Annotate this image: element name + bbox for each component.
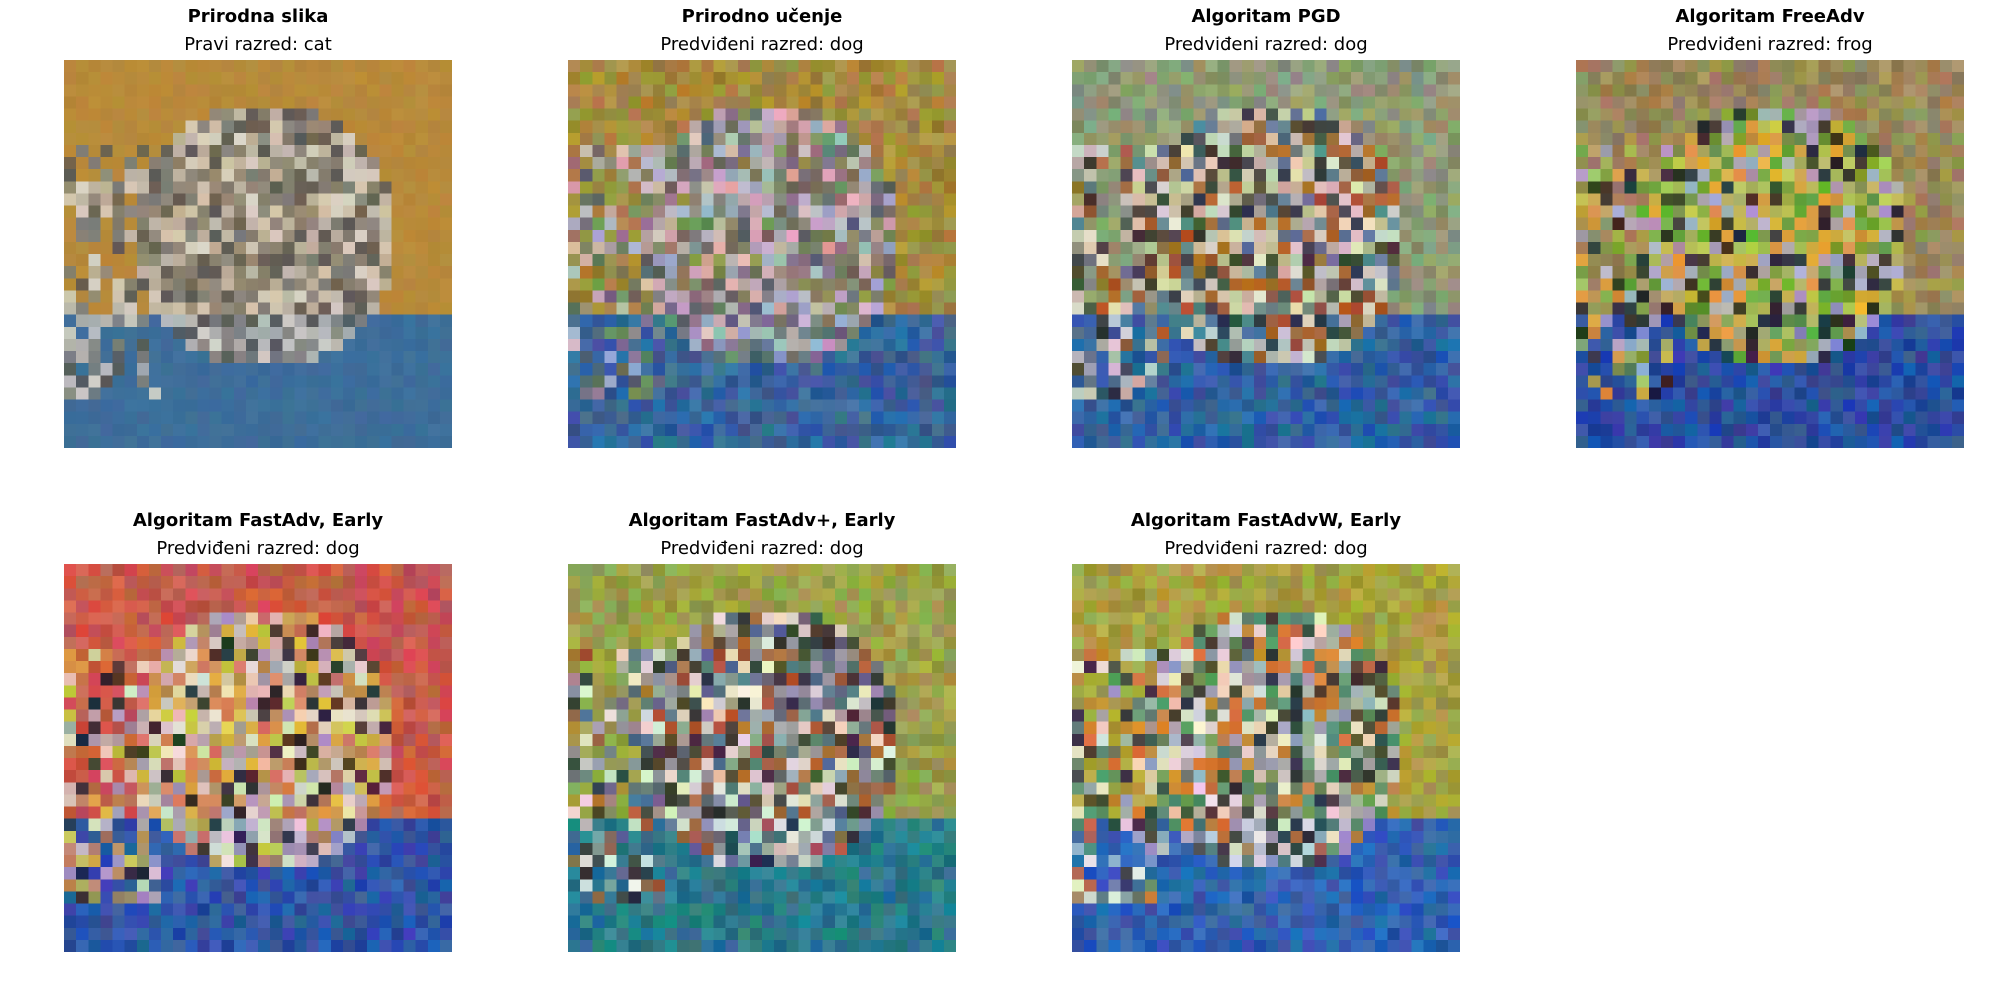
panel-subtitle: Predviđeni razred: dog	[1164, 34, 1368, 55]
panel-subtitle: Predviđeni razred: dog	[156, 538, 360, 559]
panel-subtitle: Pravi razred: cat	[184, 34, 332, 55]
panel-subtitle: Predviđeni razred: dog	[1164, 538, 1368, 559]
cat-image	[64, 60, 452, 448]
perturbed-image	[64, 564, 452, 952]
panel-title: Algoritam FastAdv, Early	[132, 510, 384, 531]
panel-title: Algoritam FastAdv+, Early	[628, 510, 896, 531]
perturbed-image	[1072, 564, 1460, 952]
panel-title: Algoritam PGD	[1191, 6, 1341, 27]
panel-subtitle: Predviđeni razred: frog	[1667, 34, 1873, 55]
perturbed-image	[568, 60, 956, 448]
panel-title: Algoritam FastAdvW, Early	[1130, 510, 1402, 531]
perturbed-image	[1576, 60, 1964, 448]
perturbed-image	[1072, 60, 1460, 448]
panel-subtitle: Predviđeni razred: dog	[660, 538, 864, 559]
perturbed-image	[568, 564, 956, 952]
panel-subtitle: Predviđeni razred: dog	[660, 34, 864, 55]
panel-title: Algoritam FreeAdv	[1675, 6, 1865, 27]
panel-title: Prirodna slika	[187, 6, 329, 27]
panel-title: Prirodno učenje	[681, 6, 843, 27]
